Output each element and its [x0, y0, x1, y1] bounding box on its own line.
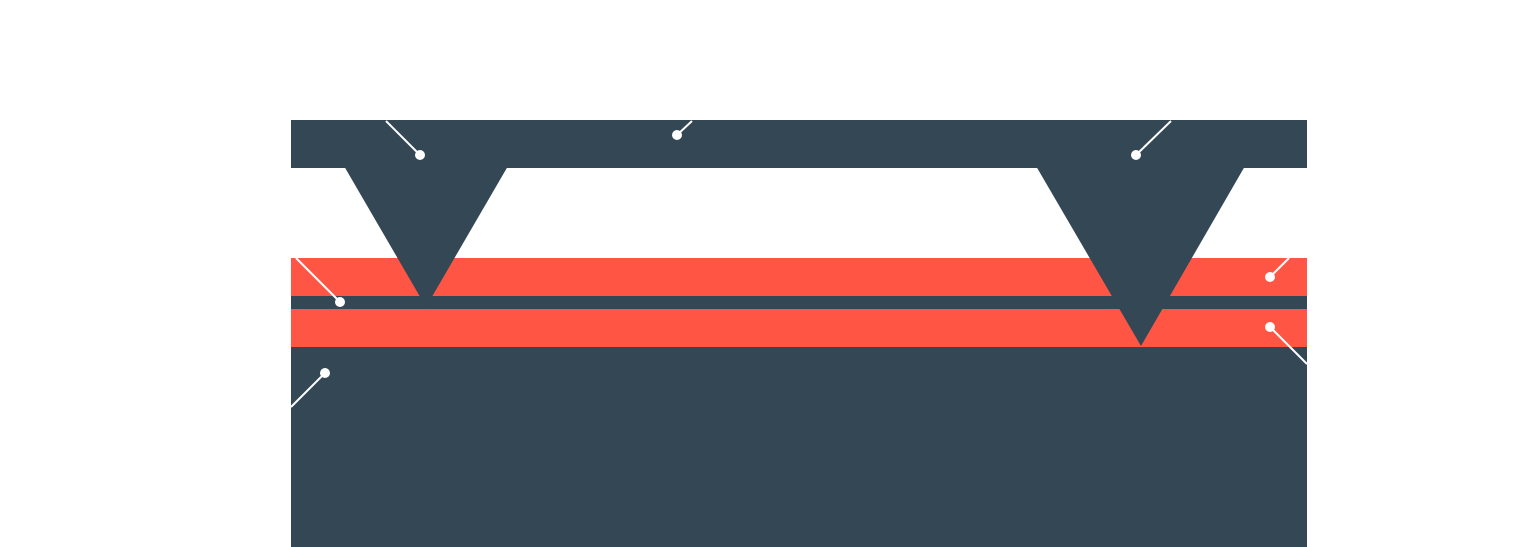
top-bar [291, 120, 1307, 168]
callout-marker [1265, 257, 1290, 282]
callout-markers [290, 120, 1308, 408]
triangle-left [344, 166, 508, 307]
callout-marker [290, 368, 330, 408]
callout-marker [672, 120, 693, 140]
triangle-right [1036, 166, 1245, 346]
callout-marker [1131, 120, 1172, 160]
callout-marker [1265, 322, 1308, 365]
callout-marker [295, 257, 345, 307]
callout-marker [385, 120, 425, 160]
dark-base-block [291, 347, 1307, 547]
dark-band-middle [291, 296, 1307, 309]
